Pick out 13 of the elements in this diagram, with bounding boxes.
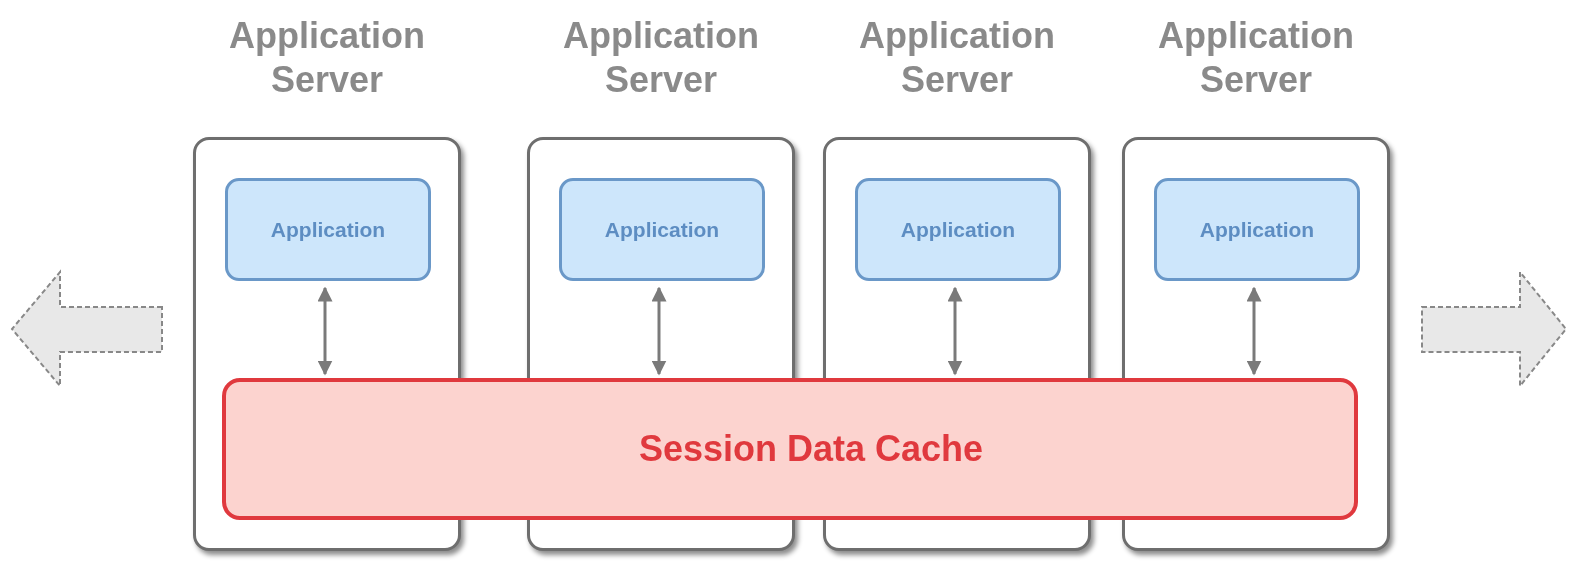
application-box: Application [855,178,1061,281]
cache-box: Session Data Cache [222,378,1358,520]
double-arrow [947,286,963,376]
double-arrow [651,286,667,376]
server-heading: Application Server [1157,14,1355,102]
application-box: Application [1154,178,1360,281]
double-arrow [1246,286,1262,376]
server-heading: Application Server [228,14,426,102]
application-box: Application [559,178,765,281]
server-heading: Application Server [858,14,1056,102]
server-heading: Application Server [562,14,760,102]
double-arrow [317,286,333,376]
application-box: Application [225,178,431,281]
